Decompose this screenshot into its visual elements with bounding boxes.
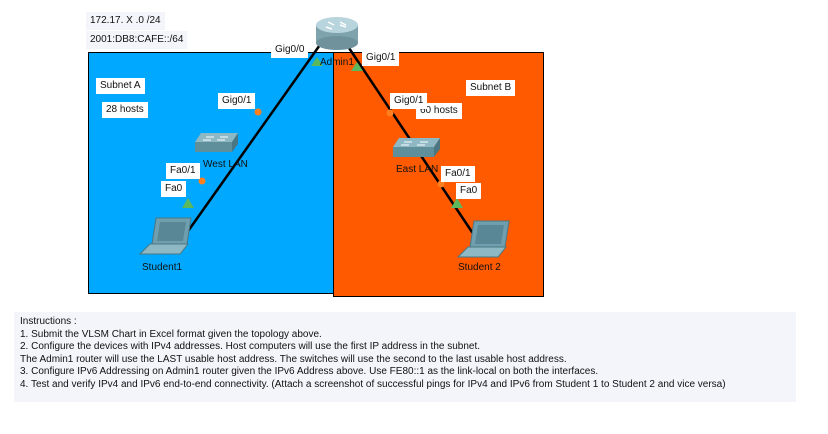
instruction-line: 4. Test and verify IPv4 and IPv6 end-to-…: [20, 378, 726, 390]
student1-name: Student1: [142, 262, 183, 273]
link-up-indicator: [311, 57, 323, 66]
instructions-title: Instructions :: [20, 316, 77, 327]
west-switch-name: West LAN: [203, 159, 248, 170]
router-name: Admin1: [320, 57, 354, 68]
student2-fa0-label: Fa0: [456, 183, 482, 199]
laptop-icon[interactable]: [138, 217, 192, 255]
router-icon[interactable]: [316, 17, 358, 50]
instructions-panel: Instructions : 1. Submit the VLSM Chart …: [14, 312, 796, 402]
student2-name: Student 2: [458, 262, 501, 273]
east-switch-fa0-1-label: Fa0/1: [441, 166, 475, 182]
subnet-b-zone: [333, 52, 544, 297]
cable-router-student1: [184, 41, 324, 235]
west-switch-fa0-1-label: Fa0/1: [166, 163, 200, 179]
switch-icon[interactable]: [195, 133, 238, 152]
ipv4-network-label: 172.17. X .0 /24: [86, 12, 165, 30]
ipv6-network-label: 2001:DB8:CAFE::/64: [86, 31, 188, 49]
instruction-line: 1. Submit the VLSM Chart in Excel format…: [20, 328, 322, 340]
laptop-icon[interactable]: [456, 220, 510, 258]
link-partial-indicator: [198, 177, 206, 185]
switch-icon[interactable]: [393, 138, 440, 157]
instruction-line: 3. Configure IPv6 Addressing on Admin1 r…: [20, 366, 599, 377]
router-gig0-0-label: Gig0/0: [271, 42, 309, 58]
west-switch-uplink-label: Gig0/1: [218, 93, 256, 109]
link-partial-indicator: [254, 108, 262, 116]
instruction-line: 2. Configure the devices with IPv4 addre…: [20, 341, 481, 352]
link-partial-indicator: [386, 109, 394, 117]
topology-diagram: [138, 17, 510, 258]
link-partial-indicator: [437, 180, 445, 188]
instruction-line: The Admin1 router will use the LAST usab…: [20, 353, 567, 365]
subnet-a-hosts: 28 hosts: [102, 102, 148, 118]
link-up-indicator: [351, 62, 363, 71]
east-switch-name: East LAN: [396, 164, 439, 175]
link-up-indicator: [182, 198, 194, 208]
student1-fa0-label: Fa0: [161, 181, 187, 197]
router-gig0-1-label: Gig0/1: [362, 50, 400, 66]
link-up-indicator: [451, 198, 463, 208]
subnet-a-name: Subnet A: [96, 78, 145, 94]
subnet-b-name: Subnet B: [466, 80, 516, 96]
east-switch-uplink-label: Gig0/1: [390, 93, 428, 109]
